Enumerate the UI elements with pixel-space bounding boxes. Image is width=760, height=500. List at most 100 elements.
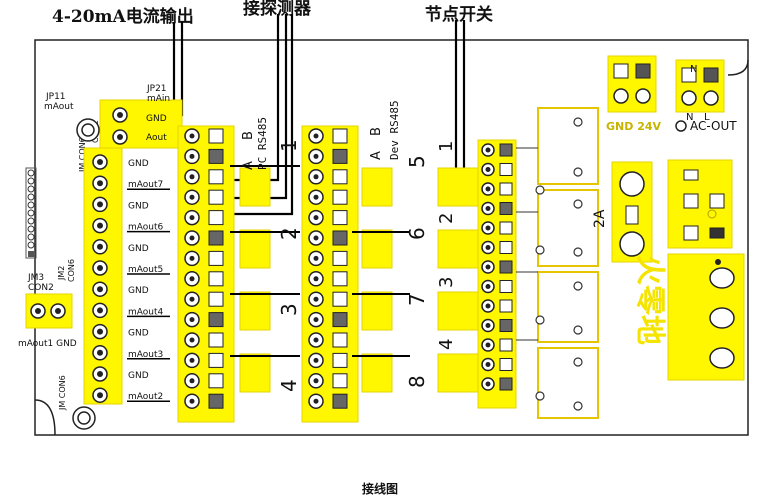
relay-terminal-socket: [499, 260, 513, 274]
terminal-socket: [208, 148, 224, 164]
jp11-label: JP11: [45, 92, 66, 102]
relay-terminal-socket: [499, 221, 513, 235]
channel-number-1: 1: [277, 139, 301, 152]
channel-number-3: 3: [277, 303, 301, 316]
output-terminal-label: GND: [128, 244, 149, 254]
terminal-socket: [208, 250, 224, 266]
channel-number-4: 4: [277, 379, 301, 392]
terminal-socket: [208, 332, 224, 348]
aout-top-label: Aout: [146, 133, 167, 143]
relay-terminal-socket: [499, 241, 513, 254]
relay-number-3: 3: [436, 277, 457, 288]
callout-probe: 接探测器: [243, 0, 312, 19]
gnd-24v-label: GND 24V: [606, 120, 662, 133]
con2-mid-label: CON2: [28, 283, 54, 293]
terminal-socket: [332, 148, 348, 164]
brand-text: 火零地: [632, 255, 667, 345]
terminal-socket: [208, 352, 224, 368]
terminal-socket: [332, 250, 348, 266]
ac-out-label: AC-OUT: [690, 119, 737, 133]
channel-label-pads: [239, 167, 393, 393]
relay-terminal-socket: [499, 299, 513, 313]
terminal-socket: [208, 393, 224, 409]
channel-number-8: 8: [405, 375, 429, 388]
output-terminals: GNDmAout7GNDmAout6GNDmAout5GNDmAout4GNDm…: [92, 154, 170, 403]
diagram-caption: 接线图: [362, 481, 398, 496]
terminal-socket: [332, 210, 348, 226]
relay-bodies: [537, 107, 599, 419]
terminal-socket: [332, 230, 348, 246]
relay-number-4: 4: [436, 339, 457, 350]
header-pin-strip: [25, 167, 37, 259]
terminal-socket: [208, 210, 224, 226]
output-terminal-label: mAout4: [128, 307, 164, 317]
output-terminal-label: mAout2: [128, 392, 163, 402]
dev-rs485-label: Dev RS485: [388, 100, 401, 160]
output-terminal-strip: [83, 147, 123, 405]
relay-terminal-socket: [499, 338, 513, 352]
output-terminal-label: GND: [128, 201, 149, 211]
main-label: mAin: [147, 94, 170, 104]
con6-mid-label: CON6: [67, 259, 76, 282]
channel-number-6: 6: [405, 227, 429, 240]
terminal-socket: [332, 189, 348, 205]
ac-l-label: L: [704, 112, 710, 123]
pc-rs485-label: PC RS485: [256, 117, 269, 170]
gnd-jumper-label: GND: [146, 114, 167, 124]
fuse-rating: 2A: [592, 209, 608, 228]
channel-separators: [230, 165, 410, 357]
output-terminal-label: GND: [128, 371, 149, 381]
terminal-socket: [208, 189, 224, 205]
jm2-label: JM2: [57, 266, 66, 281]
channel-number-5: 5: [405, 155, 429, 168]
relay-terminal-socket: [499, 358, 513, 371]
terminal-socket: [332, 128, 348, 144]
terminal-socket: [208, 271, 224, 287]
output-terminal-label: mAout7: [128, 180, 163, 190]
output-terminal-label: mAout6: [128, 223, 164, 233]
col-a-right: A: [369, 151, 384, 160]
jp21-label: JP21: [146, 84, 167, 94]
relay-number-2: 2: [436, 213, 457, 224]
maout-top-label: mAout: [44, 102, 74, 112]
col-b-left: B: [241, 131, 256, 140]
callout-current-output: 4-20mA电流输出: [52, 6, 194, 27]
terminal-socket: [208, 291, 224, 307]
relay-terminal-socket: [499, 319, 513, 332]
terminal-socket: [208, 230, 224, 246]
ac-n-label: N: [686, 112, 693, 123]
terminal-socket: [332, 373, 348, 389]
relay-terminal-socket: [499, 182, 513, 196]
jm-con6-label: JM CON6: [78, 137, 87, 173]
terminal-socket: [208, 373, 224, 389]
central-terminals: [184, 128, 348, 409]
output-terminal-label: GND: [128, 286, 149, 296]
terminal-socket: [332, 332, 348, 348]
ac-n-top: N: [690, 64, 697, 75]
jm3-label: JM3: [27, 273, 44, 283]
relay-terminals: [481, 143, 513, 391]
output-terminal-label: GND: [128, 329, 149, 339]
output-terminal-label: mAout5: [128, 265, 163, 275]
col-b-right: B: [369, 127, 384, 136]
col-a-left: A: [241, 161, 256, 170]
maout1-gnd-label: mAout1 GND: [18, 339, 77, 349]
jm-con6-bottom-label: JM CON6: [58, 375, 67, 411]
terminal-socket: [332, 352, 348, 368]
terminal-socket: [332, 291, 348, 307]
channel-number-7: 7: [405, 293, 429, 306]
relay-terminal-socket: [499, 143, 513, 157]
relay-terminal-socket: [499, 377, 513, 391]
relay-terminal-socket: [499, 163, 513, 176]
terminal-socket: [332, 393, 348, 409]
relay-terminal-socket: [499, 202, 513, 215]
channel-number-2: 2: [277, 227, 301, 240]
terminal-socket: [208, 312, 224, 328]
terminal-socket: [208, 128, 224, 144]
terminal-socket: [208, 169, 224, 185]
terminal-socket: [332, 271, 348, 287]
output-terminal-label: GND: [128, 159, 149, 169]
output-terminal-label: mAout3: [128, 350, 163, 360]
